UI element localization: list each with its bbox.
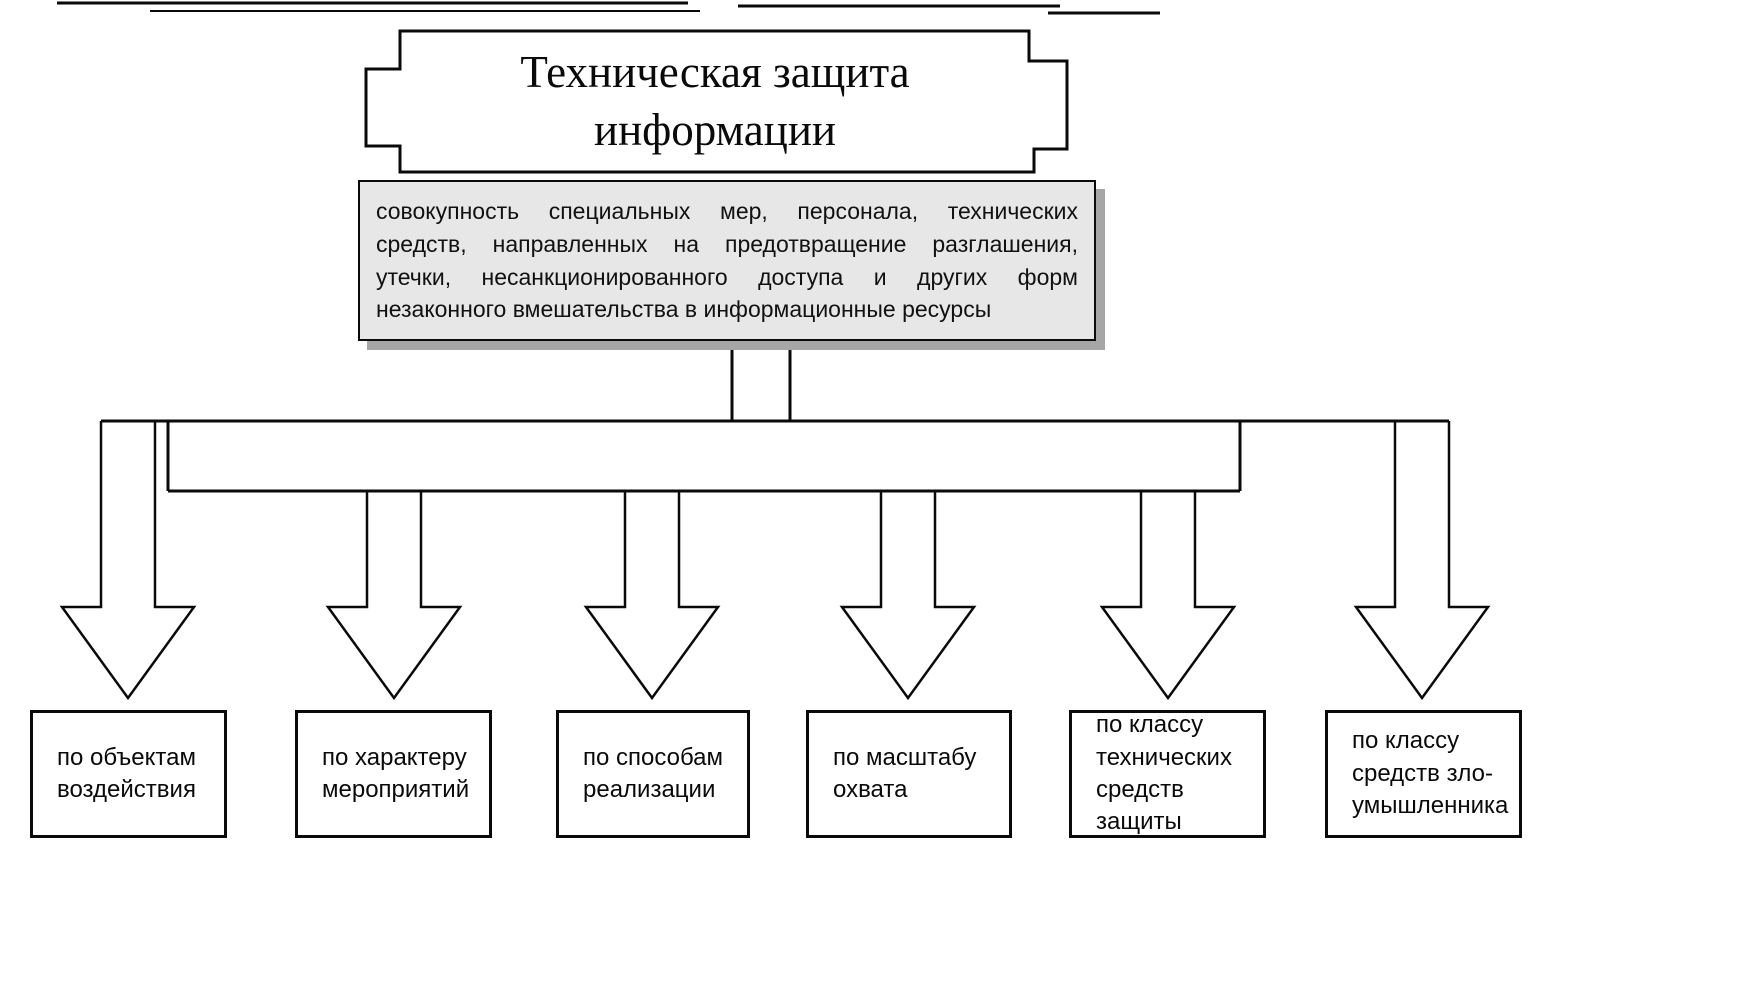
down-arrow [325, 491, 463, 701]
category-box-objects: по объектам воздействия [30, 710, 227, 838]
definition-text: совокупность специальных мер, персонала,… [376, 198, 1078, 323]
category-label: по классу технических средств защиты [1096, 711, 1232, 836]
category-box-scale: по масштабу охвата [806, 710, 1012, 838]
category-label: по масштабу охвата [833, 743, 977, 803]
category-label: по объектам воздействия [57, 743, 196, 803]
category-box-implementation: по способам реализации [556, 710, 750, 838]
down-arrow [1099, 491, 1237, 701]
category-label: по способам реализации [583, 743, 724, 803]
category-label: по характеру мероприятий [322, 743, 470, 803]
down-arrow [59, 421, 197, 701]
down-arrow [583, 491, 721, 701]
definition-box: совокупность специальных мер, персонала,… [358, 180, 1096, 341]
category-box-protection-class: по классу технических средств защиты [1069, 710, 1266, 838]
down-arrow [839, 491, 977, 701]
down-arrow [1353, 421, 1491, 701]
category-box-measures: по характеру мероприятий [295, 710, 492, 838]
diagram-title: Техническая защита информации [520, 47, 910, 155]
category-label: по классу средств зло- умышленника [1352, 727, 1509, 820]
title-plaque [364, 29, 1069, 174]
category-box-attacker-class: по классу средств зло- умышленника [1325, 710, 1522, 838]
